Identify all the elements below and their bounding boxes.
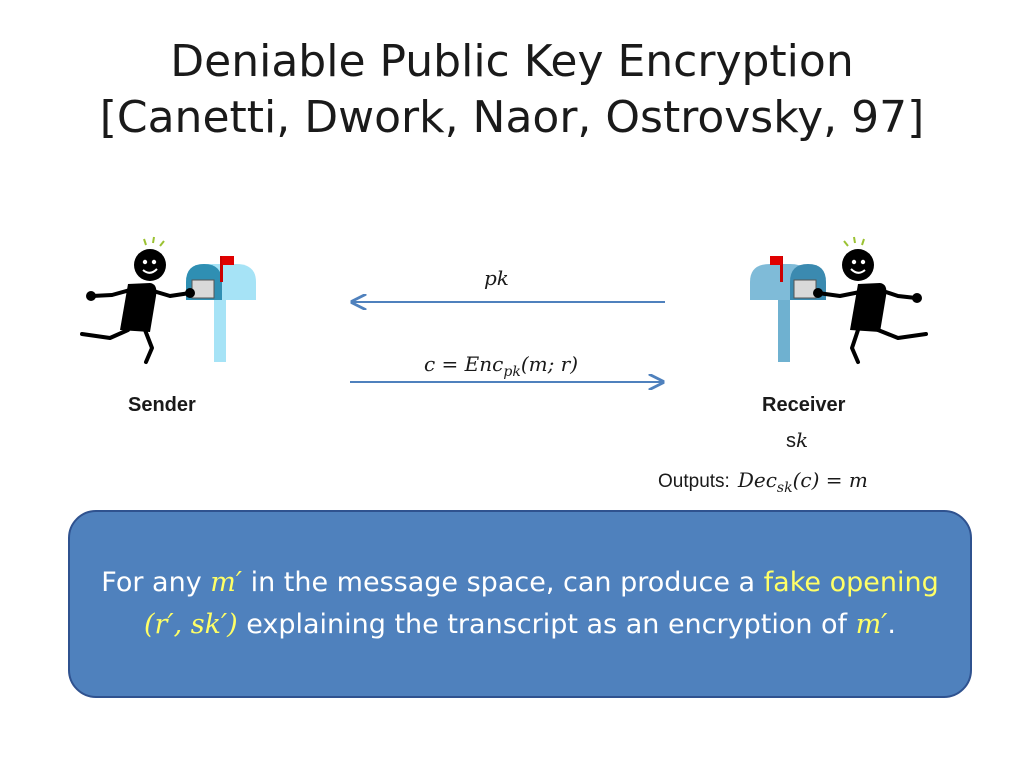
outputs-label: Outputs: [658,471,730,492]
callout-part-1: For any [101,567,211,598]
callout-text: For any m′ in the message space, can pro… [90,562,950,646]
fake-opening-callout: For any m′ in the message space, can pro… [68,510,972,698]
callout-part-4: . [887,609,896,640]
title-line-1: Deniable Public Key Encryption [170,36,854,87]
ciphertext-prefix: c = Enc [424,352,504,376]
receiver-outputs: Outputs: Decsk(c) = m [658,468,868,496]
title-line-2: [Canetti, Dwork, Naor, Ostrovsky, 97] [99,92,925,143]
receiver-mailbox-icon [750,256,826,362]
outputs-expression: Decsk(c) = m [737,468,868,496]
sender-label: Sender [128,394,196,416]
sender-mailbox-icon [186,256,256,362]
callout-m-prime: m′ [210,567,243,598]
outputs-expr-prefix: Dec [737,468,777,492]
receiver-figure-icon [750,236,928,364]
receiver-label: Receiver [762,394,846,416]
sender-figure-icon [80,236,256,364]
outputs-expr-subscript: sk [776,480,793,496]
slide-title: Deniable Public Key Encryption [Canetti,… [0,34,1024,146]
outputs-expr-suffix: (c) = m [792,468,868,492]
callout-part-3: explaining the transcript as an encrypti… [237,609,856,640]
ciphertext-suffix: (m; r) [520,352,579,376]
pk-label: pk [484,266,509,290]
receiver-secret-key: sk [786,428,808,453]
ciphertext-label: c = Encpk(m; r) [424,352,578,380]
callout-part-2: in the message space, can produce a [242,567,764,598]
callout-m-prime-2: m′ [855,609,888,640]
receiver-secret-key-suffix: k [796,428,809,452]
callout-opening-tuple: (r′, sk′) [144,609,238,640]
ciphertext-subscript: pk [503,364,521,380]
callout-fake-opening: fake opening [763,567,939,598]
receiver-secret-key-prefix: s [786,430,796,452]
